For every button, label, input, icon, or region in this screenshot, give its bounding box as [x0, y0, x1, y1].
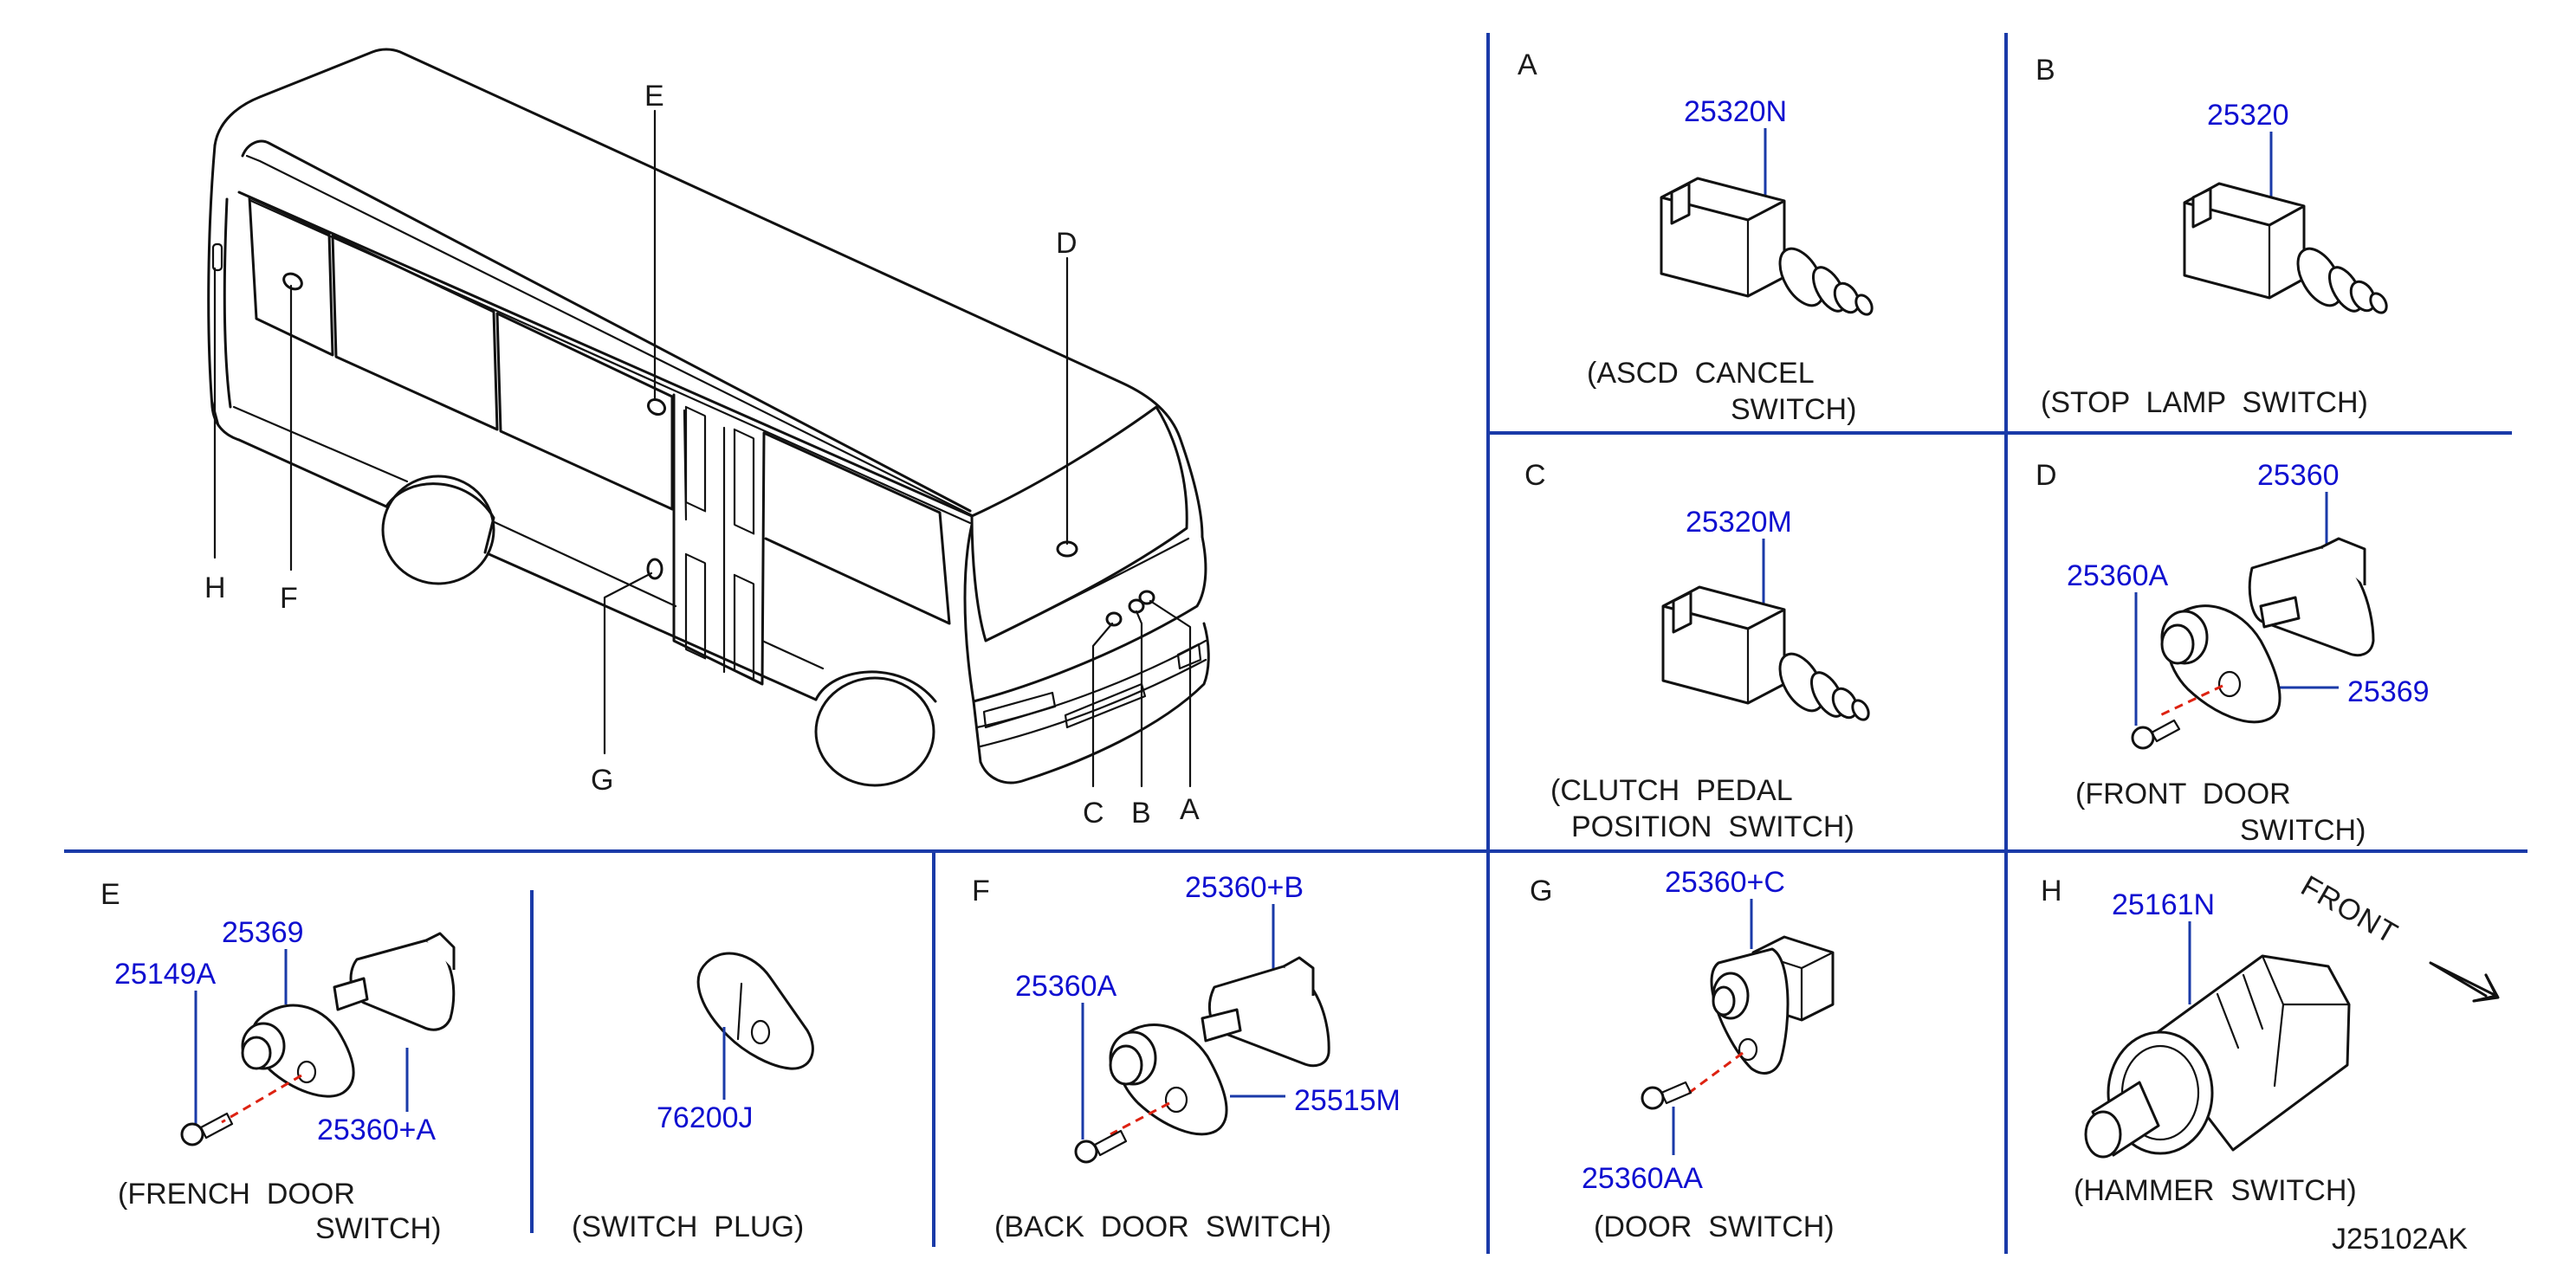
- part-number-25360PB: 25360+B: [1185, 871, 1304, 904]
- panel-title-A-1: (ASCD CANCEL: [1587, 357, 1815, 390]
- part-number-25320N: 25320N: [1684, 95, 1787, 128]
- panel-title-H: (HAMMER SWITCH): [2074, 1174, 2357, 1207]
- panel-switch-plug: 76200J (SWITCH PLUG): [572, 952, 814, 1243]
- switch-part-illustration: [1641, 935, 1835, 1110]
- vehicle-callout-labels: E D F H G C B A: [204, 80, 1201, 830]
- panel-title-E-2: SWITCH): [315, 1212, 441, 1245]
- panel-C: C 25320M (CLUTCH PEDAL POSITION SWITCH): [1524, 459, 1870, 843]
- switch-plug-illustration: [696, 952, 814, 1070]
- panel-title-D-1: (FRONT DOOR: [2075, 778, 2291, 810]
- hammer-switch-illustration: [2084, 954, 2351, 1159]
- panel-title-E-1: (FRENCH DOOR: [118, 1178, 355, 1211]
- panel-letter-D: D: [2036, 459, 2058, 492]
- callout-B: B: [1131, 797, 1152, 830]
- figure-id: J25102AK: [2332, 1223, 2468, 1256]
- part-number-25515M: 25515M: [1294, 1084, 1401, 1117]
- callout-F: F: [280, 582, 299, 615]
- callout-H: H: [204, 571, 227, 604]
- part-number-25360AA: 25360AA: [1582, 1162, 1703, 1195]
- switch-part-illustration: [2131, 537, 2375, 750]
- part-number-25360: 25360: [2257, 459, 2340, 492]
- switch-part-illustration: [2183, 182, 2388, 314]
- panel-letter-H: H: [2041, 875, 2063, 907]
- panel-G: G 25360+C 25360AA (DOOR SWITCH): [1530, 866, 1835, 1243]
- panel-E: E 25369 25149A 25360+A (FRENCH DOOR SWIT…: [100, 878, 456, 1245]
- part-number-25161N: 25161N: [2112, 888, 2215, 921]
- panel-letter-E: E: [100, 878, 121, 911]
- front-arrow-icon: [2429, 961, 2500, 1003]
- callout-E: E: [644, 80, 665, 113]
- part-number-25369: 25369: [2347, 675, 2430, 708]
- part-number-25360A-F: 25360A: [1015, 970, 1117, 1003]
- panel-D: D 25360 25360A 25369 (FRONT DOOR SWITCH): [2036, 459, 2430, 847]
- panel-letter-B: B: [2036, 54, 2056, 87]
- panel-title-F: (BACK DOOR SWITCH): [994, 1211, 1331, 1243]
- part-number-25360PA: 25360+A: [317, 1114, 436, 1146]
- switch-part-illustration: [1074, 956, 1330, 1164]
- panel-letter-F: F: [972, 875, 991, 907]
- switch-part-illustration: [1661, 585, 1870, 721]
- part-number-25369-E: 25369: [222, 916, 304, 949]
- part-number-25320M: 25320M: [1686, 506, 1792, 539]
- bus-illustration: [207, 48, 1210, 788]
- panel-title-C-1: (CLUTCH PEDAL: [1550, 774, 1793, 807]
- switch-part-illustration: [1660, 177, 1874, 316]
- panel-title-B: (STOP LAMP SWITCH): [2041, 386, 2368, 419]
- panel-letter-C: C: [1524, 459, 1547, 492]
- part-number-25360PC: 25360+C: [1665, 866, 1785, 899]
- panel-letter-A: A: [1518, 48, 1538, 81]
- panel-letter-G: G: [1530, 875, 1553, 907]
- panel-title-switch-plug: (SWITCH PLUG): [572, 1211, 804, 1243]
- panel-H: H 25161N FRONT (HAMMER SWITCH) J25102AK: [2041, 869, 2500, 1256]
- panel-title-A-2: SWITCH): [1731, 393, 1856, 426]
- callout-D: D: [1056, 227, 1078, 260]
- panel-A: A 25320N (ASCD CANCEL SWITCH): [1518, 48, 1874, 426]
- part-number-25360A: 25360A: [2067, 559, 2169, 592]
- part-number-25149A: 25149A: [114, 958, 217, 991]
- callout-C: C: [1083, 797, 1105, 830]
- callout-A: A: [1180, 793, 1201, 826]
- panel-B: B 25320 (STOP LAMP SWITCH): [2036, 54, 2388, 419]
- panel-dividers: [64, 33, 2527, 1254]
- part-number-76200J: 76200J: [657, 1101, 754, 1134]
- panel-F: F 25360+B 25360A 25515M (BACK DOOR SWITC…: [972, 871, 1401, 1243]
- panel-title-C-2: POSITION SWITCH): [1571, 810, 1854, 843]
- panel-title-G: (DOOR SWITCH): [1594, 1211, 1835, 1243]
- callout-G: G: [591, 764, 614, 797]
- panel-title-D-2: SWITCH): [2240, 814, 2366, 847]
- part-number-25320: 25320: [2207, 99, 2289, 132]
- switch-part-illustration: [180, 932, 456, 1146]
- front-direction-label: FRONT: [2295, 869, 2404, 951]
